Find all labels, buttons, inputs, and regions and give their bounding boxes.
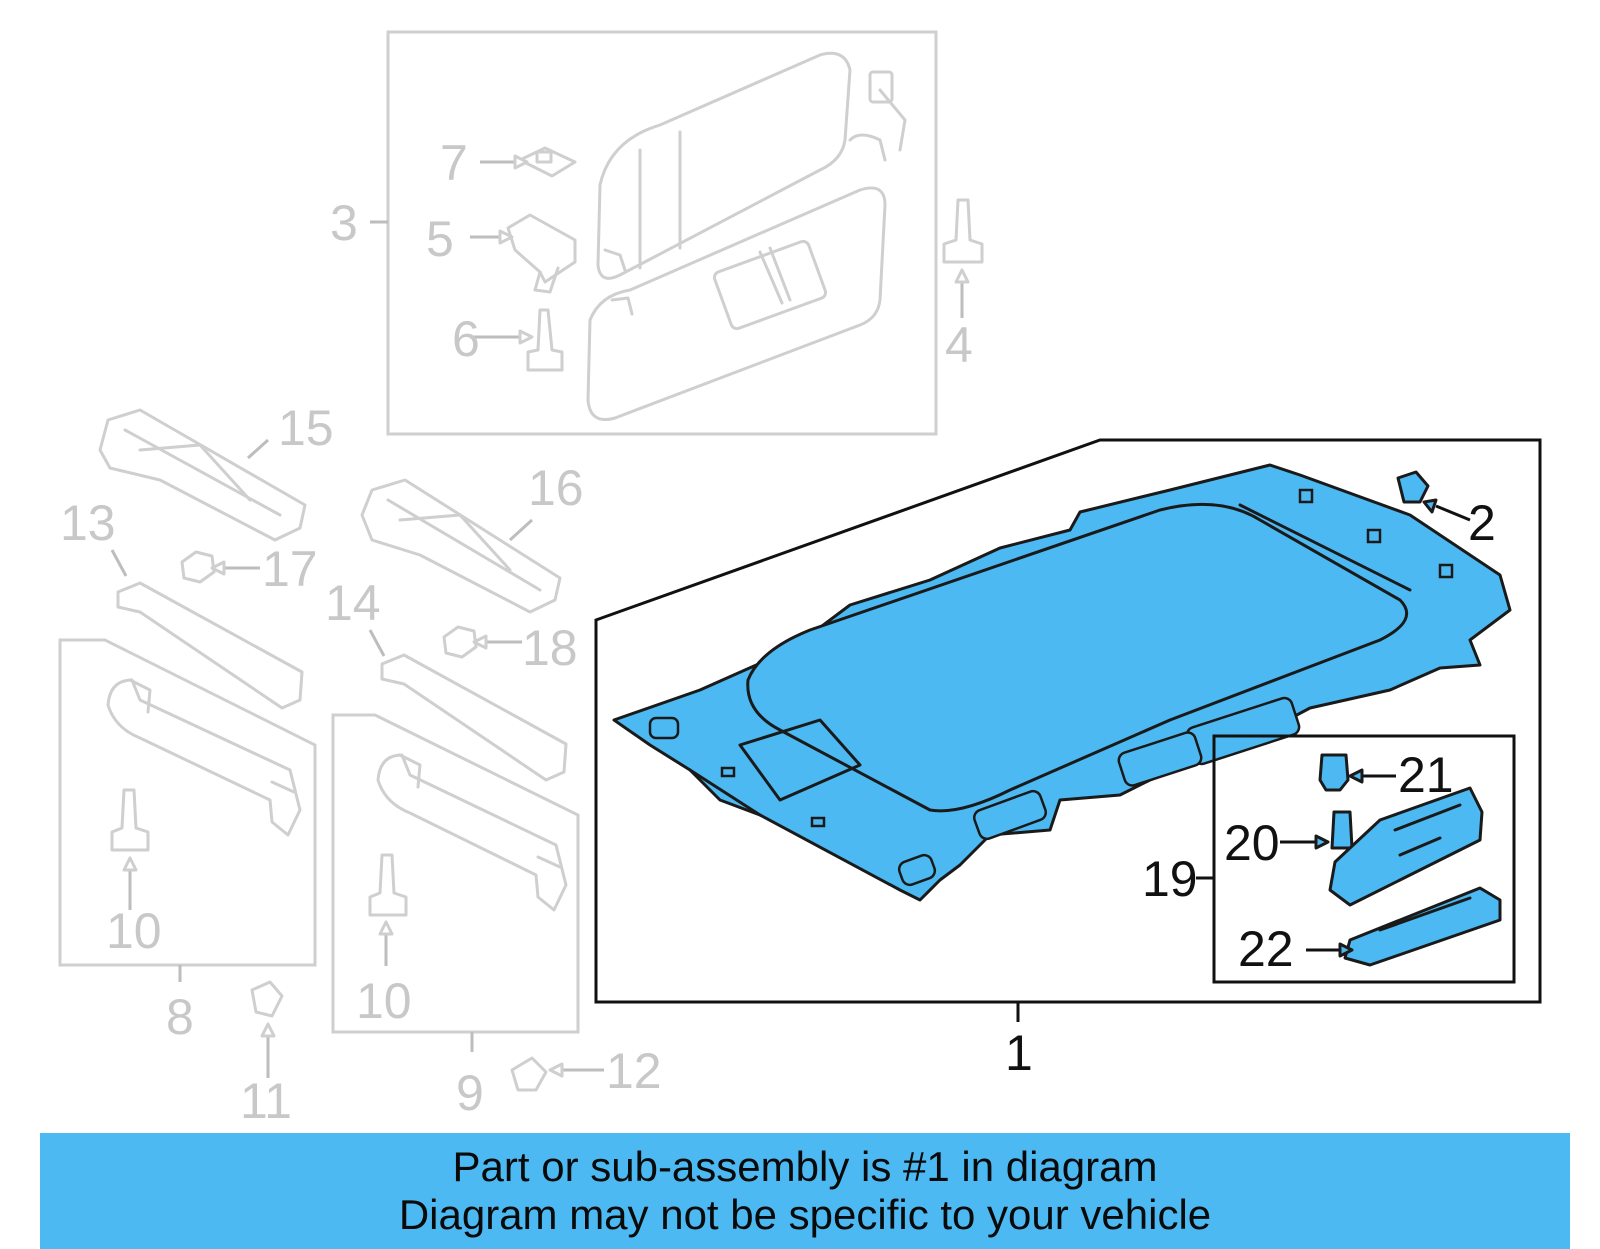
notice-line-1: Part or sub-assembly is #1 in diagram: [452, 1143, 1158, 1190]
callout-17: 17: [262, 541, 318, 597]
callout-15: 15: [278, 400, 334, 456]
callout-11: 11: [240, 1073, 292, 1129]
bar-14: [380, 653, 568, 782]
sun-visor-upper: [596, 51, 852, 280]
callout-7: 7: [440, 135, 468, 191]
headliner-assembly-group: 2 19 20 21 22 1: [594, 438, 1542, 1081]
grab-handle-9-group: 10 9 12: [331, 713, 662, 1121]
cap-12: [510, 1056, 548, 1092]
grab-handle-8-frame: [58, 638, 317, 967]
notice-line-2: Diagram may not be specific to your vehi…: [398, 1191, 1212, 1238]
grab-handle-9: [376, 753, 568, 912]
sun-visor-frame: [386, 30, 938, 436]
callout-6: 6: [452, 311, 480, 367]
handle-recess-1: [972, 789, 1048, 841]
callout-13: 13: [60, 495, 116, 551]
grab-handle-8-group: 10 8 11: [58, 638, 317, 1129]
sun-visor-group: 3 7 5 6 4: [330, 30, 984, 436]
callout-5: 5: [426, 211, 454, 267]
callout-16: 16: [528, 460, 584, 516]
bar-13: [116, 581, 304, 710]
cap-11: [250, 980, 284, 1018]
callout-10a: 10: [106, 903, 162, 959]
screw-6: [526, 308, 564, 372]
clip-2: [1396, 470, 1430, 504]
callout-8: 8: [166, 989, 194, 1045]
grab-handle-8: [106, 678, 302, 837]
sun-visor-lower: [586, 186, 887, 421]
nut-18: [442, 625, 478, 659]
headliner-frame: [594, 438, 1542, 1004]
callout-3: 3: [330, 195, 358, 251]
holder-5: [506, 213, 577, 284]
callout-18: 18: [522, 620, 578, 676]
callout-1: 1: [1005, 1025, 1033, 1081]
console-opening-2: [1117, 731, 1203, 787]
dome-lamp-lens-22: [1343, 886, 1502, 967]
dome-lamp-housing: [1328, 786, 1484, 907]
callout-19: 19: [1142, 851, 1198, 907]
callout-20: 20: [1224, 815, 1280, 871]
bolt-10a: [110, 788, 150, 852]
callout-4: 4: [945, 317, 973, 373]
bolt-4: [942, 198, 984, 264]
bulb-20: [1330, 810, 1354, 850]
bracket-15: [98, 408, 307, 542]
callout-9: 9: [456, 1065, 484, 1121]
callout-21: 21: [1398, 747, 1454, 803]
callout-2: 2: [1468, 495, 1496, 551]
bulb-21: [1318, 753, 1350, 792]
dome-lamp-frame: [1212, 734, 1516, 984]
callout-14: 14: [325, 575, 381, 631]
handle-recess-2: [897, 853, 937, 887]
bolt-10b: [368, 853, 408, 917]
headliner-sunroof-area: [746, 502, 1409, 813]
handle-recess-3: [648, 716, 680, 740]
callout-12: 12: [606, 1043, 662, 1099]
callout-22: 22: [1238, 921, 1294, 977]
nut-17: [180, 550, 216, 584]
callout-10b: 10: [356, 973, 412, 1029]
grab-handle-9-frame: [331, 713, 580, 1034]
grab-handle-brackets: 15 16 13 17 14 18: [60, 400, 584, 782]
notice-banner: Part or sub-assembly is #1 in diagram Di…: [40, 1133, 1570, 1249]
